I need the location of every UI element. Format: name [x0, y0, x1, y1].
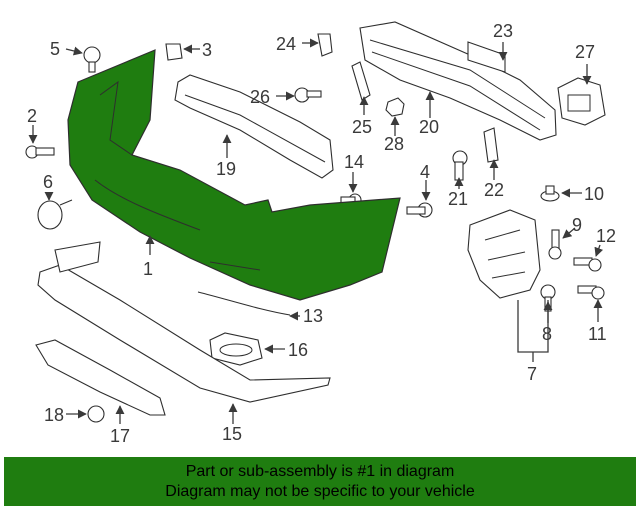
fastener-18-nut [87, 405, 105, 423]
callout-5: 5 [50, 39, 60, 59]
callout-1: 1 [143, 259, 153, 279]
callout-18: 18 [44, 405, 64, 425]
part-19-energy-absorber [174, 74, 334, 179]
disclaimer-banner: Part or sub-assembly is #1 in diagram Di… [4, 457, 636, 506]
part-24-bracket [317, 33, 333, 57]
callout-7: 7 [527, 364, 537, 384]
part-27-sensor-bracket [557, 77, 606, 126]
callout-19: 19 [216, 159, 236, 179]
part-15-lower-valance [37, 241, 331, 403]
callout-15: 15 [222, 424, 242, 444]
fastener-2-bolt [25, 145, 55, 159]
callout-21: 21 [448, 189, 468, 209]
fastener-5-push-pin [83, 46, 101, 73]
callout-26: 26 [250, 87, 270, 107]
leader-lines [28, 38, 604, 424]
banner-line-2: Diagram may not be specific to your vehi… [165, 482, 475, 500]
callout-8: 8 [542, 324, 552, 344]
part-7-side-bracket [467, 209, 541, 299]
fastener-9-bolt [548, 229, 562, 260]
callout-22: 22 [484, 180, 504, 200]
part-23-bracket [467, 41, 506, 73]
part-3-clip [165, 43, 183, 61]
fastener-4-bolt [406, 202, 433, 218]
part-13-moulding [197, 291, 291, 316]
callout-4: 4 [420, 162, 430, 182]
callout-2: 2 [27, 106, 37, 126]
part-22-bracket [483, 127, 499, 163]
callout-25: 25 [352, 117, 372, 137]
callout-9: 9 [572, 215, 582, 235]
callout-6: 6 [43, 172, 53, 192]
fastener-28-nut [385, 97, 405, 117]
fastener-26-screw [294, 87, 322, 103]
part-17-lower-shield [35, 339, 166, 416]
fastener-21-bolt [452, 150, 468, 181]
callout-14: 14 [344, 152, 364, 172]
callout-3: 3 [202, 40, 212, 60]
fastener-12-bolt [573, 257, 602, 272]
callout-17: 17 [110, 426, 130, 446]
part-6-tow-hook-cover [37, 199, 73, 230]
banner-line-1: Part or sub-assembly is #1 in diagram [185, 462, 455, 480]
callout-20: 20 [419, 117, 439, 137]
callout-12: 12 [596, 226, 616, 246]
callout-11: 11 [588, 324, 607, 344]
callout-24: 24 [276, 34, 296, 54]
callout-23: 23 [493, 21, 513, 41]
parts-diagram: 1 2 3 4 5 6 7 8 9 10 11 12 13 14 15 16 1… [25, 21, 616, 446]
callout-13: 13 [303, 306, 323, 326]
callout-27: 27 [575, 42, 595, 62]
callout-10: 10 [584, 184, 604, 204]
part-25-clip [351, 61, 371, 101]
callout-28: 28 [384, 134, 404, 154]
part-20-reinforcement-bar [359, 21, 557, 141]
callout-16: 16 [288, 340, 308, 360]
fastener-10-clip [540, 185, 560, 202]
fastener-11-bolt [577, 285, 605, 300]
